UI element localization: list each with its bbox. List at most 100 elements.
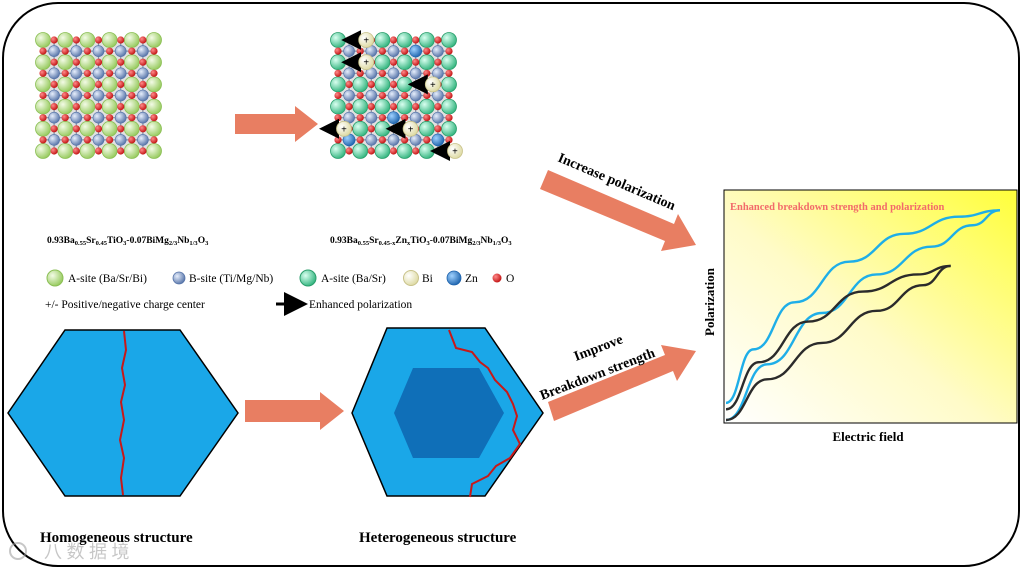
o-atom xyxy=(389,103,398,111)
o-atom xyxy=(50,125,58,133)
b-site-atom xyxy=(70,67,83,80)
b-site-atom xyxy=(343,67,355,80)
o-atom xyxy=(106,69,114,77)
heterogeneous-grain xyxy=(351,327,544,498)
a-site-atom xyxy=(57,98,74,115)
b-site-atom xyxy=(432,45,444,57)
o-atom xyxy=(72,58,80,66)
o-atom xyxy=(94,58,103,66)
o-atom xyxy=(50,147,58,155)
o-atom xyxy=(94,103,103,111)
o-atom xyxy=(356,47,364,55)
o-atom xyxy=(83,91,91,100)
a-site-atom xyxy=(396,32,413,48)
o-atom xyxy=(117,103,125,111)
legend-zn-label: Zn xyxy=(465,273,478,285)
o-atom xyxy=(39,136,47,144)
legend-bi-marker xyxy=(403,270,419,286)
o-atom xyxy=(334,69,342,77)
o-atom xyxy=(39,47,47,55)
a-site-atom xyxy=(396,76,413,93)
o-atom xyxy=(389,147,398,155)
legend-zn-marker xyxy=(446,270,462,286)
a-site-atom xyxy=(57,143,74,159)
o-atom xyxy=(39,69,47,77)
b-site-atom xyxy=(387,45,400,57)
o-atom xyxy=(106,91,114,100)
a-site-atom xyxy=(57,32,74,48)
b-site-atom xyxy=(114,45,127,57)
charge-center-plus-icon: + xyxy=(408,124,414,135)
o-atom xyxy=(412,103,420,111)
b-site-atom xyxy=(409,89,422,102)
o-atom xyxy=(412,147,420,155)
legend-a-site-mixed-label: A-site (Ba/Sr/Bi) xyxy=(68,273,147,285)
series-0-upper-branch xyxy=(725,209,1001,405)
o-atom xyxy=(378,47,386,55)
o-atom xyxy=(94,80,103,88)
o-atom xyxy=(434,103,442,111)
legend: A-site (Ba/Sr/Bi) B-site (Ti/Mg/Nb) A-si… xyxy=(45,269,514,316)
o-atom xyxy=(434,36,442,44)
a-site-atom xyxy=(418,120,435,137)
a-site-atom xyxy=(352,143,369,159)
arrow-bottom-horizontal xyxy=(245,392,344,430)
o-atom xyxy=(117,58,125,66)
a-site-atom xyxy=(35,120,51,137)
o-atom xyxy=(94,36,103,44)
a-site-atom xyxy=(123,76,140,93)
b-site-atom xyxy=(92,134,105,146)
series-0-lower-branch xyxy=(725,209,1001,422)
a-site-atom xyxy=(396,98,413,115)
o-atom xyxy=(367,147,375,155)
o-atom xyxy=(128,47,136,55)
crack-heterogeneous xyxy=(448,329,522,498)
a-site-atom xyxy=(396,54,413,71)
o-atom xyxy=(139,80,147,88)
a-site-atom xyxy=(374,32,391,48)
charge-center-plus-icon: + xyxy=(452,147,458,158)
o-atom xyxy=(139,125,147,133)
a-site-atom xyxy=(101,32,118,48)
a-site-atom xyxy=(123,120,140,137)
o-atom xyxy=(401,69,409,77)
b-site-atom xyxy=(70,89,83,102)
legend-o-marker xyxy=(492,273,502,283)
heterogeneous-label: Heterogeneous structure xyxy=(359,530,517,546)
o-atom xyxy=(423,91,431,100)
a-site-atom xyxy=(441,32,457,48)
homogeneous-label: Homogeneous structure xyxy=(40,530,193,546)
o-atom xyxy=(117,36,125,44)
a-site-atom xyxy=(374,76,391,93)
bi-atom xyxy=(424,76,441,93)
legend-a-site-mixed-marker xyxy=(46,269,64,287)
b-site-atom xyxy=(114,111,127,124)
o-atom xyxy=(61,136,69,144)
a-site-atom xyxy=(123,143,140,159)
o-atom xyxy=(39,114,47,122)
o-atom xyxy=(378,114,386,122)
o-atom xyxy=(150,47,158,55)
lattice-right-caption: 0.93Ba0.55Sr0.45-xZnxTiO3-0.07BiMg2/3Nb1… xyxy=(330,236,512,247)
o-atom xyxy=(128,114,136,122)
b-site-atom xyxy=(92,111,105,124)
b-site-atom xyxy=(137,45,149,57)
a-site-atom xyxy=(330,143,346,159)
o-atom xyxy=(50,80,58,88)
b-site-atom xyxy=(48,45,60,57)
arrow-improve-breakdown xyxy=(548,345,696,421)
o-atom xyxy=(445,114,453,122)
chart-title: Enhanced breakdown strength and polariza… xyxy=(730,202,944,213)
b-site-atom xyxy=(48,89,60,102)
a-site-atom xyxy=(352,120,369,137)
o-atom xyxy=(83,114,91,122)
charge-center-plus-icon: + xyxy=(430,80,436,91)
a-site-atom xyxy=(101,143,118,159)
homogeneous-grain xyxy=(7,329,239,497)
a-site-atom xyxy=(146,143,162,159)
legend-o-label: O xyxy=(506,273,514,285)
o-atom xyxy=(345,147,353,155)
chart-xlabel: Electric field xyxy=(832,429,904,444)
o-atom xyxy=(72,125,80,133)
a-site-atom xyxy=(441,54,457,71)
